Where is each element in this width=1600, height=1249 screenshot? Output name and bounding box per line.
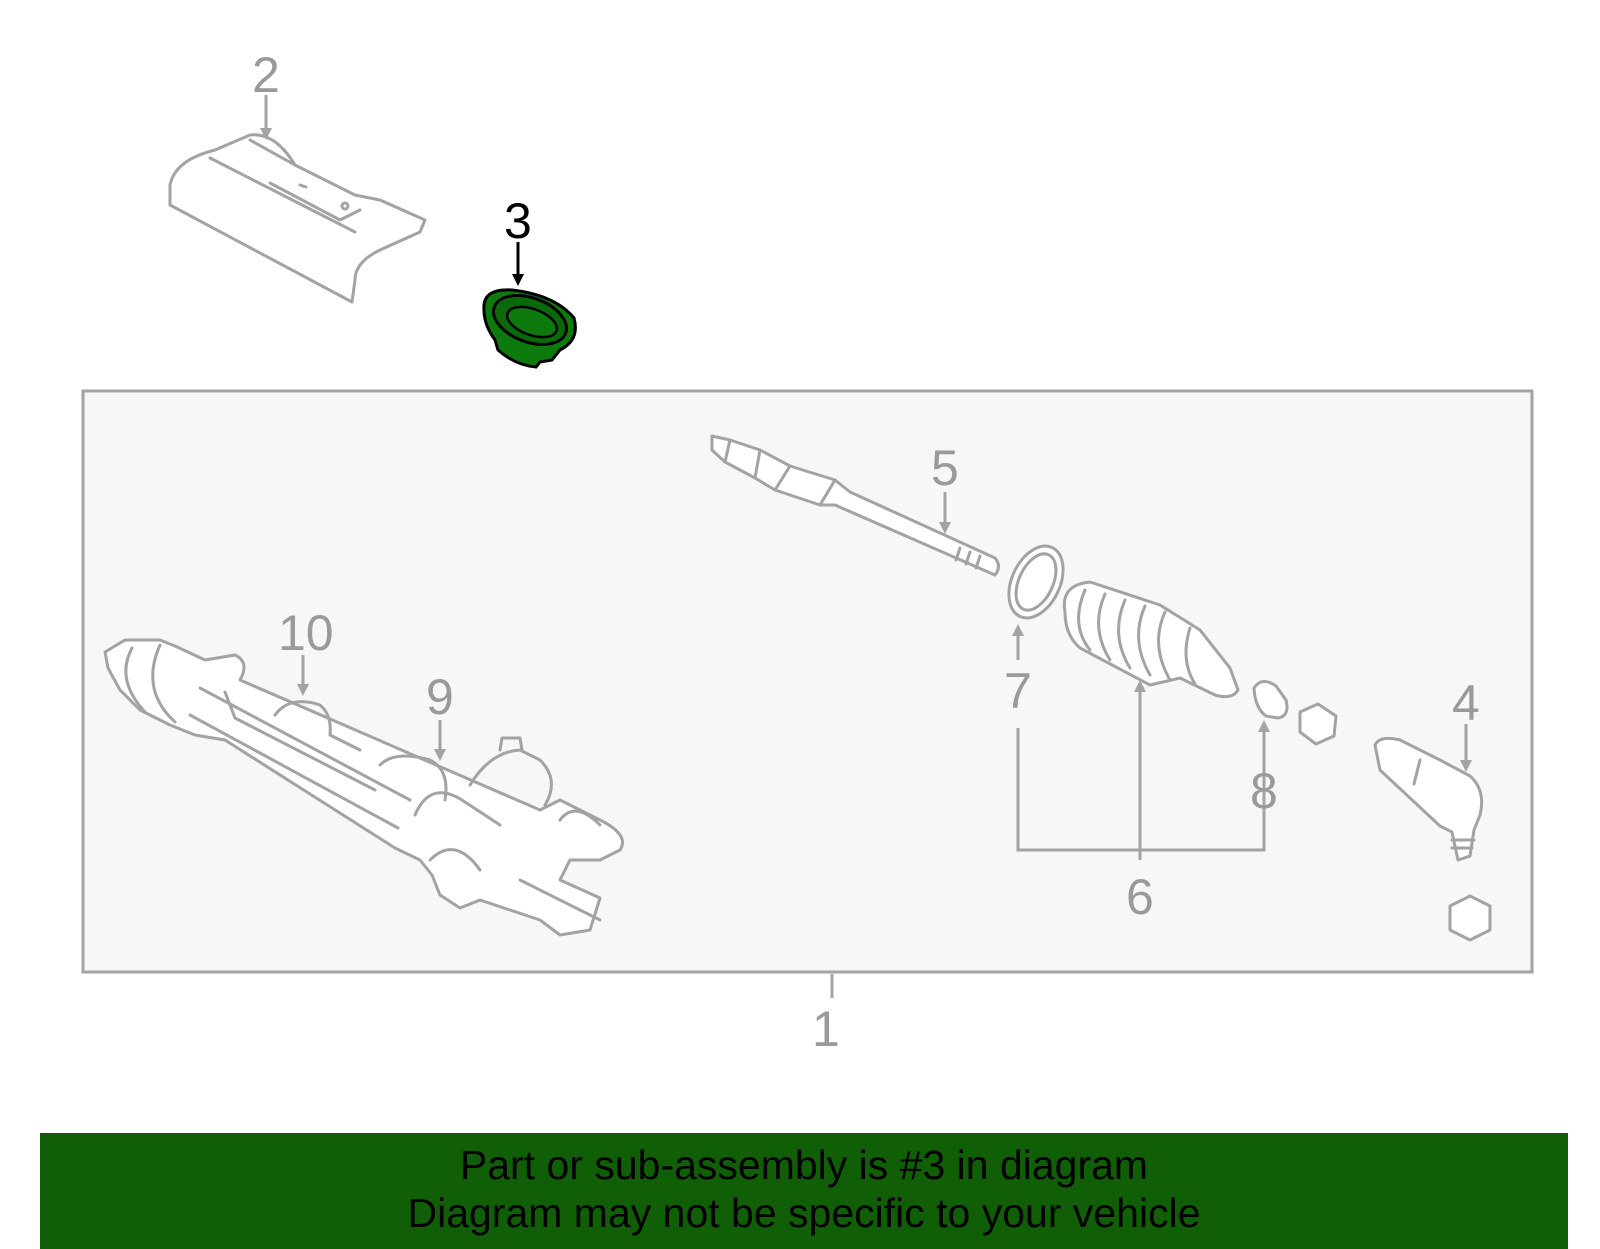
callout-1[interactable]: 1 xyxy=(812,1001,840,1057)
parts-diagram: 1 2 3 10 9 5 7 xyxy=(81,47,1534,1057)
part-5-inner-tie-rod[interactable] xyxy=(710,434,1000,577)
part-2-cover[interactable] xyxy=(168,133,427,304)
arrow-4 xyxy=(1460,760,1472,772)
arrow-6 xyxy=(1134,680,1146,692)
banner-line-2: Diagram may not be specific to your vehi… xyxy=(407,1190,1201,1236)
banner-line-1: Part or sub-assembly is #3 in diagram xyxy=(459,1142,1149,1188)
callout-7[interactable]: 7 xyxy=(1004,663,1032,719)
part-4-tie-rod-end[interactable] xyxy=(1373,736,1492,942)
part-7-clamp[interactable] xyxy=(998,537,1074,626)
callout-4[interactable]: 4 xyxy=(1452,675,1480,731)
arrow-9 xyxy=(434,749,446,761)
callout-6[interactable]: 6 xyxy=(1126,869,1154,925)
arrow-3 xyxy=(512,274,524,286)
arrow-7 xyxy=(1012,624,1024,636)
callout-2[interactable]: 2 xyxy=(252,47,280,103)
part-8-clip[interactable] xyxy=(1252,680,1338,746)
part-3-grommet[interactable] xyxy=(482,286,577,369)
info-banner: Part or sub-assembly is #3 in diagram Di… xyxy=(40,1133,1568,1249)
callout-3[interactable]: 3 xyxy=(504,193,532,249)
part-6-boot[interactable] xyxy=(1062,580,1240,699)
callout-9[interactable]: 9 xyxy=(426,669,454,725)
arrow-5 xyxy=(939,522,951,534)
callout-8[interactable]: 8 xyxy=(1250,763,1278,819)
arrow-8 xyxy=(1258,720,1270,732)
arrow-10 xyxy=(297,684,309,696)
callout-10[interactable]: 10 xyxy=(278,605,334,661)
arrow-2 xyxy=(260,128,272,140)
steering-rack-housing[interactable] xyxy=(103,638,624,937)
callout-5[interactable]: 5 xyxy=(931,440,959,496)
bracket-7-6-8 xyxy=(1016,728,1266,852)
